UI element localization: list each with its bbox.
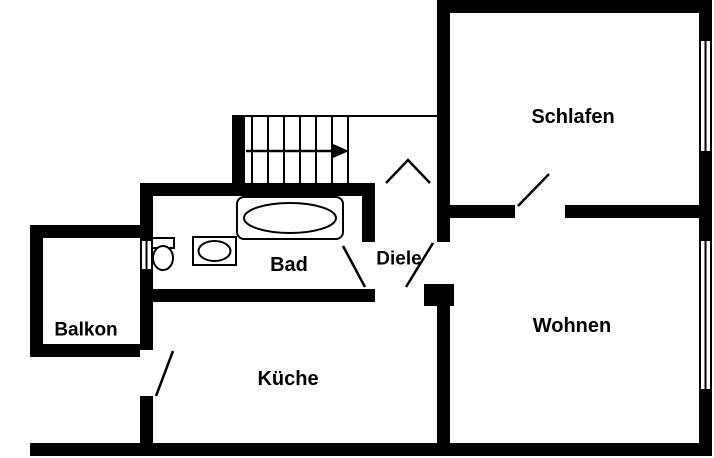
sink-icon (192, 236, 237, 266)
wall-schlafen-wohnen-left (437, 205, 515, 218)
wall-right-c (699, 390, 712, 456)
wall-right-b (699, 152, 712, 240)
bad-door-icon (341, 245, 367, 288)
wall-top (437, 0, 712, 13)
bad-fixtures (151, 196, 344, 271)
stair-direction-arrow-icon (246, 144, 349, 158)
wall-wohnen-left-stub (437, 218, 450, 242)
room-label-diele: Diele (376, 249, 421, 270)
wall-schlafen-wohnen-right (565, 205, 712, 218)
wall-schlafen-left (437, 0, 450, 218)
wall-bottom (30, 443, 712, 456)
wall-bad-top (140, 183, 375, 196)
wall-left-c (140, 396, 153, 443)
wall-bad-bottom (140, 289, 375, 302)
balkon-door-icon (154, 350, 175, 397)
wall-stair-left (232, 116, 245, 196)
walls (30, 0, 712, 456)
wall-balkon-left (30, 225, 43, 357)
bathtub-icon (236, 196, 344, 240)
entrance-door-icon (385, 158, 431, 184)
room-label-wohnen: Wohnen (533, 315, 612, 337)
room-label-kueche: Küche (257, 368, 318, 390)
wall-wohnen-left (437, 288, 450, 456)
wohnen-window-icon (699, 239, 712, 391)
wall-left-a (140, 196, 153, 240)
bad-window-icon (140, 239, 153, 271)
wall-right-a (699, 0, 712, 40)
schlafen-door-icon (517, 173, 550, 207)
wohnen-door-icon (404, 242, 435, 288)
staircase (232, 115, 437, 183)
wall-bad-diele (362, 196, 375, 242)
room-label-balkon: Balkon (54, 320, 117, 341)
stair-steps (251, 116, 349, 183)
wall-balkon-top (30, 225, 140, 238)
wall-left-b (140, 270, 153, 350)
toilet-icon (151, 237, 175, 271)
room-label-bad: Bad (270, 254, 308, 276)
windows (140, 39, 712, 391)
room-label-schlafen: Schlafen (531, 106, 614, 128)
wall-balkon-bottom (30, 344, 140, 357)
room-labels: Schlafen Wohnen Diele Bad Küche Balkon (54, 106, 614, 390)
schlafen-window-icon (699, 39, 712, 153)
doors (154, 158, 550, 397)
